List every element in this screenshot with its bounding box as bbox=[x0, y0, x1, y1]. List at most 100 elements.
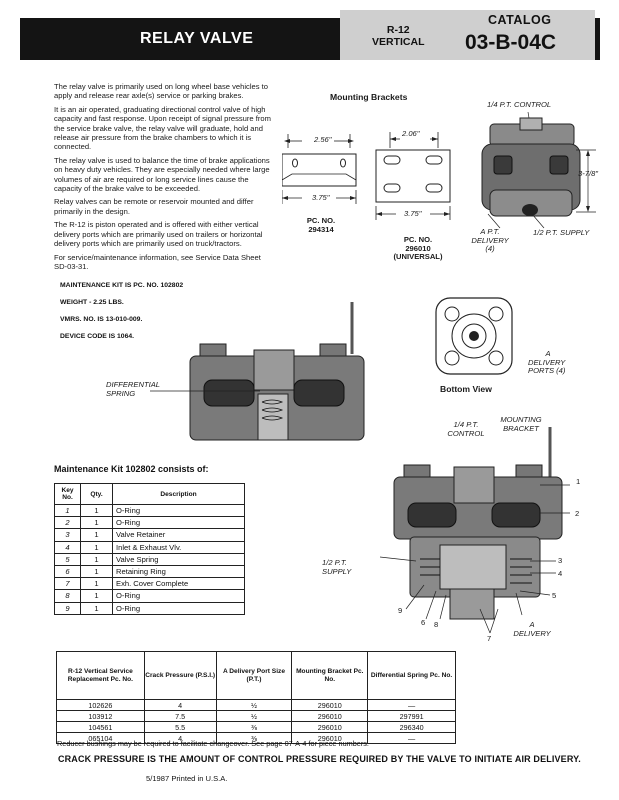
intro-paragraph: The relay valve is primarily used on lon… bbox=[54, 82, 268, 101]
cell: 1 bbox=[80, 516, 113, 530]
section-bracket-1: MOUNTING bbox=[500, 415, 542, 424]
spec-maintenance-kit: MAINTENANCE KIT IS PC. NO. 102802 bbox=[60, 282, 184, 289]
cell: 296340 bbox=[367, 721, 456, 733]
cell: 297991 bbox=[367, 710, 456, 722]
section-supply-1: 1/2 P.T. bbox=[322, 558, 347, 567]
bracket2-note: (UNIVERSAL) bbox=[393, 252, 443, 262]
cell: 296010 bbox=[291, 699, 369, 711]
section-supply-label: 1/2 P.T. SUPPLY bbox=[322, 558, 352, 576]
key-3: 3 bbox=[558, 556, 563, 565]
crack-pressure-note: CRACK PRESSURE IS THE AMOUNT OF CONTROL … bbox=[58, 754, 581, 764]
section-control-1: 1/4 P.T. bbox=[453, 420, 479, 429]
cell: O-Ring bbox=[112, 589, 245, 603]
differential-spring-cutaway bbox=[189, 302, 365, 441]
cell: 7.5 bbox=[143, 710, 217, 722]
rep-header-spring: Differential Spring Pc. No. bbox=[367, 651, 456, 700]
spec-device-code: DEVICE CODE IS 1064. bbox=[60, 333, 135, 340]
cell: 1 bbox=[54, 503, 81, 518]
relay-valve-exterior-drawing bbox=[481, 111, 596, 229]
kit-header-qty: Qty. bbox=[80, 483, 113, 505]
bottom-ports-label: A DELIVERY PORTS (4) bbox=[528, 349, 568, 376]
cell: O-Ring bbox=[112, 601, 245, 615]
bracket1-label: PC. NO. 294314 bbox=[296, 216, 346, 234]
reducer-note: Reducer bushings may be required to faci… bbox=[57, 739, 369, 748]
key-8: 8 bbox=[434, 620, 439, 629]
rep-header-crack: Crack Pressure (P.S.I.) bbox=[143, 651, 217, 700]
section-control-2: CONTROL bbox=[447, 428, 485, 438]
bracket2-label: PC. NO. 296010 (UNIVERSAL) bbox=[384, 235, 452, 262]
cell: 2 bbox=[54, 516, 81, 530]
cell: Exh. Cover Complete bbox=[112, 577, 245, 591]
catalog-label: CATALOG bbox=[488, 13, 552, 27]
intro-paragraph: It is an air operated, graduating direct… bbox=[54, 104, 271, 152]
bracket-296010-drawing bbox=[375, 132, 451, 220]
bottom-port-a: A bbox=[545, 349, 551, 358]
bracket1-dim-bottom: 3.75" bbox=[312, 193, 330, 202]
bracket1-pc: PC. NO. bbox=[306, 216, 336, 225]
bottom-ports-text: DELIVERY bbox=[528, 357, 566, 367]
cell: 8 bbox=[54, 589, 81, 603]
key-9: 9 bbox=[398, 606, 403, 615]
intro-paragraph: The R-12 is piston operated and is offer… bbox=[54, 220, 263, 249]
cell: 5.5 bbox=[143, 721, 217, 733]
intro-text: The relay valve is primarily used on lon… bbox=[54, 82, 272, 275]
cell: 1 bbox=[80, 528, 113, 542]
header-catalog-tab bbox=[340, 10, 595, 60]
cell: 296010 bbox=[291, 710, 369, 722]
model-number: R-12 bbox=[386, 24, 410, 36]
cell: 103912 bbox=[56, 710, 145, 722]
spec-weight: WEIGHT - 2.25 LBS. bbox=[60, 299, 124, 306]
section-delivery: DELIVERY bbox=[513, 628, 551, 638]
cell: 296010 bbox=[291, 721, 369, 733]
bracket1-number: 294314 bbox=[308, 224, 334, 234]
cell: 4 bbox=[143, 732, 217, 744]
section-delivery-a: A bbox=[529, 620, 535, 629]
key-2: 2 bbox=[575, 509, 580, 518]
specs: MAINTENANCE KIT IS PC. NO. 102802 WEIGHT… bbox=[60, 277, 183, 345]
control-port-label: 1/4 P.T. CONTROL bbox=[487, 100, 552, 109]
delivery-port-label: A P.T. DELIVERY (4) bbox=[465, 227, 515, 254]
delivery-count: (4) bbox=[485, 244, 495, 254]
section-bracket-label: MOUNTING BRACKET bbox=[493, 415, 549, 433]
intro-paragraph: For service/maintenance information, see… bbox=[54, 252, 261, 271]
cell: ⅜ bbox=[215, 721, 293, 733]
cell: 296010 bbox=[291, 732, 369, 744]
delivery-size: A P.T. bbox=[480, 227, 500, 236]
cell: 1 bbox=[80, 552, 113, 566]
cell: 1 bbox=[80, 577, 113, 591]
cell: ½ bbox=[215, 699, 293, 711]
key-1: 1 bbox=[576, 477, 581, 486]
bracket1-dim-top: 2.56" bbox=[314, 135, 332, 144]
cell: 1 bbox=[80, 564, 113, 579]
cell: — bbox=[367, 699, 456, 711]
rep-header-port: A Delivery Port Size (P.T.) bbox=[215, 651, 293, 700]
section-delivery-label: A DELIVERY bbox=[507, 620, 557, 638]
kit-title: Maintenance Kit 102802 consists of: bbox=[54, 464, 209, 474]
cell: 5 bbox=[54, 552, 81, 566]
section-supply-2: SUPPLY bbox=[322, 566, 352, 576]
key-7: 7 bbox=[487, 634, 492, 643]
diff-spring-leader bbox=[150, 390, 260, 392]
bottom-view-title: Bottom View bbox=[440, 384, 492, 394]
diff-spring-line1: DIFFERENTIAL bbox=[106, 380, 161, 389]
diff-spring-label: DIFFERENTIAL SPRING bbox=[106, 380, 161, 398]
cell: O-Ring bbox=[112, 503, 245, 518]
cell: ½ bbox=[215, 710, 293, 722]
bracket2-dim-top: 2.06" bbox=[402, 129, 420, 138]
replacement-header-row: R-12 Vertical Service Replacement Pc. No… bbox=[56, 651, 456, 700]
cell: 065104 bbox=[56, 732, 145, 744]
bracket-294314-drawing bbox=[282, 134, 357, 204]
cell: 7 bbox=[54, 577, 81, 591]
section-control-label: 1/4 P.T. CONTROL bbox=[441, 420, 491, 438]
cell: 4 bbox=[143, 699, 217, 711]
brackets-title: Mounting Brackets bbox=[330, 92, 408, 102]
cell: 6 bbox=[54, 564, 81, 579]
valve-section-cutaway bbox=[380, 427, 570, 634]
